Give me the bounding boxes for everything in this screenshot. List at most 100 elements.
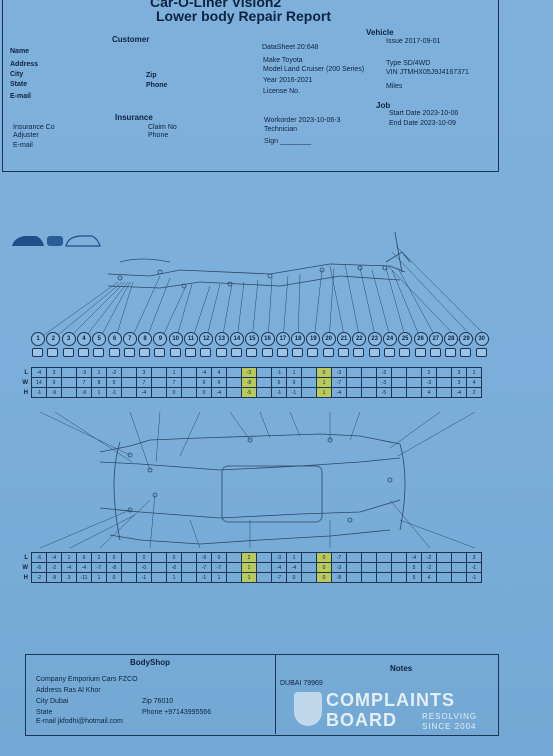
table-cell: -4 bbox=[76, 562, 92, 573]
vehicle-type: Type SD/4WD bbox=[386, 60, 431, 67]
table-cell bbox=[226, 377, 242, 388]
table-cell: 5 bbox=[406, 572, 422, 583]
table-cell: 6 bbox=[271, 377, 287, 388]
bodyshop-zip: Zip 76010 bbox=[142, 698, 174, 705]
row-label: L bbox=[24, 369, 28, 376]
point-bolt-icon bbox=[368, 348, 380, 357]
table-cell: -4 bbox=[451, 387, 467, 398]
table-cell: -2 bbox=[46, 562, 62, 573]
table-cell: 0 bbox=[211, 552, 227, 563]
table-cell: -4 bbox=[61, 562, 77, 573]
point-circle-17: 17 bbox=[275, 332, 290, 346]
table-cell bbox=[121, 367, 137, 378]
point-circle-22: 22 bbox=[352, 332, 367, 346]
table-cell bbox=[391, 562, 407, 573]
table-cell bbox=[346, 387, 362, 398]
table-cell: 4 bbox=[466, 377, 482, 388]
table-cell bbox=[301, 387, 317, 398]
table-cell: -0 bbox=[166, 562, 182, 573]
job-end-date: End Date 2023-10-09 bbox=[389, 120, 456, 127]
point-circle-7: 7 bbox=[122, 332, 137, 346]
table-cell: -6 bbox=[31, 552, 47, 563]
table-cell: 3 bbox=[451, 377, 467, 388]
point-bolt-icon bbox=[77, 348, 89, 357]
point-circle-29: 29 bbox=[459, 332, 474, 346]
customer-phone-label: Phone bbox=[146, 82, 168, 89]
table-cell: 7 bbox=[76, 377, 92, 388]
table-cell: -3 bbox=[76, 367, 92, 378]
table-cell bbox=[436, 377, 452, 388]
table-cell bbox=[61, 367, 77, 378]
table-cell bbox=[256, 552, 272, 563]
table-cell bbox=[301, 572, 317, 583]
bodyshop-header: BodyShop bbox=[130, 658, 170, 667]
insurance-adjuster-label: Adjuster bbox=[13, 132, 39, 139]
table-cell: 3 bbox=[466, 552, 482, 563]
table-cell bbox=[181, 572, 197, 583]
table-cell bbox=[121, 387, 137, 398]
table-cell: -1 bbox=[466, 572, 482, 583]
table-cell: 3 bbox=[451, 367, 467, 378]
table-cell: -8 bbox=[241, 377, 257, 388]
table-cell bbox=[301, 377, 317, 388]
table-cell: 7 bbox=[136, 377, 152, 388]
point-bolt-icon bbox=[169, 348, 181, 357]
customer-header: Customer bbox=[112, 35, 150, 44]
vehicle-header: Vehicle bbox=[366, 28, 394, 37]
table-cell bbox=[256, 572, 272, 583]
table-cell bbox=[226, 552, 242, 563]
table-cell: -4 bbox=[286, 562, 302, 573]
watermark-line2: BOARD bbox=[326, 710, 397, 730]
table-cell bbox=[181, 552, 197, 563]
shield-logo-icon bbox=[294, 692, 322, 726]
point-circle-25: 25 bbox=[398, 332, 413, 346]
table-cell: 3 bbox=[46, 367, 62, 378]
table-cell: 0 bbox=[106, 552, 122, 563]
complaints-board-watermark: COMPLAINTS BOARD RESOLVING SINCE 2004 bbox=[290, 688, 510, 736]
table-cell bbox=[181, 377, 197, 388]
table-cell: 4 bbox=[421, 572, 437, 583]
vehicle-model: Model Land Cruiser (200 Series) bbox=[263, 66, 365, 73]
table-cell: -9 bbox=[76, 387, 92, 398]
table-cell: -3 bbox=[421, 377, 437, 388]
table-cell: 1 bbox=[166, 367, 182, 378]
table-cell: -4 bbox=[211, 387, 227, 398]
point-bolt-icon bbox=[108, 348, 120, 357]
table-cell: -3 bbox=[331, 562, 347, 573]
table-cell: -7 bbox=[271, 572, 287, 583]
bodyshop-email: E-mail jkfodhi@hotmail.com bbox=[36, 718, 123, 725]
table-cell bbox=[181, 562, 197, 573]
table-cell: -5 bbox=[241, 387, 257, 398]
point-bolt-icon bbox=[246, 348, 258, 357]
table-cell: 0 bbox=[166, 387, 182, 398]
point-circle-11: 11 bbox=[184, 332, 198, 346]
table-cell: -9 bbox=[46, 387, 62, 398]
point-bolt-icon bbox=[353, 348, 365, 357]
table-cell bbox=[391, 552, 407, 563]
table-cell bbox=[451, 552, 467, 563]
table-cell: 1 bbox=[316, 387, 332, 398]
table-cell: -1 bbox=[286, 387, 302, 398]
table-cell: 5 bbox=[106, 377, 122, 388]
customer-email-label: E-mail bbox=[10, 93, 32, 100]
point-bolt-icon bbox=[230, 348, 242, 357]
table-cell: 2 bbox=[241, 552, 257, 563]
point-circle-27: 27 bbox=[428, 332, 443, 346]
point-circle-2: 2 bbox=[46, 332, 61, 346]
table-cell bbox=[436, 552, 452, 563]
table-cell: -4 bbox=[406, 552, 422, 563]
table-cell: -1 bbox=[271, 367, 287, 378]
customer-city-label: City bbox=[10, 71, 24, 78]
table-cell bbox=[151, 367, 167, 378]
report-title-top: Car-O-Liner Vision2 bbox=[150, 0, 282, 10]
table-cell: -4 bbox=[271, 562, 287, 573]
point-circle-21: 21 bbox=[337, 332, 351, 346]
insurance-phone-label: Phone bbox=[148, 132, 169, 139]
table-cell: 1 bbox=[316, 377, 332, 388]
table-cell bbox=[256, 387, 272, 398]
table-cell: 2 bbox=[91, 552, 107, 563]
table-cell bbox=[181, 367, 197, 378]
table-cell: 1 bbox=[61, 552, 77, 563]
